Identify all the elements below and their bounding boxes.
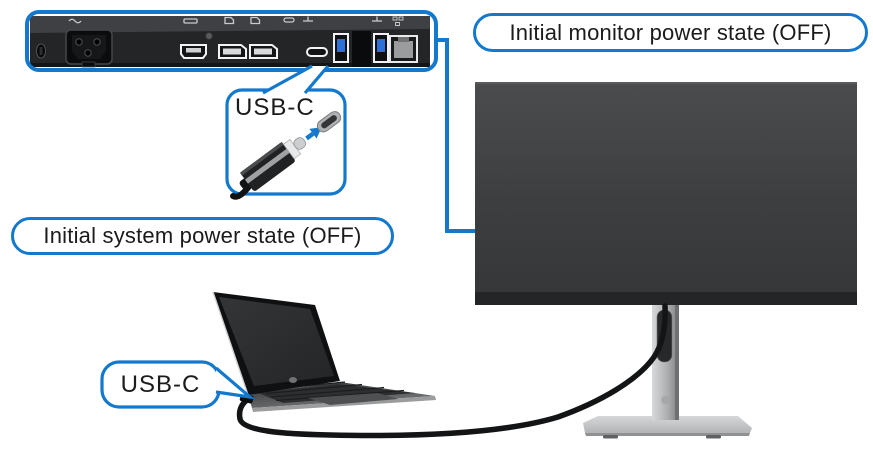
monitor-back-view: [475, 82, 857, 439]
ss-usb-icon: [303, 16, 313, 22]
ss-usb-icon: [372, 16, 382, 22]
dp-icon: [224, 16, 235, 25]
usb-c-port-icon: [306, 47, 328, 57]
usb-c-charge-icon: [283, 17, 295, 23]
power-icon: [68, 18, 82, 24]
displayport-2-icon: [249, 44, 278, 59]
security-lock-slot-icon: [36, 43, 46, 59]
plug-tip: [293, 137, 307, 150]
dell-logo-laptop: [289, 377, 297, 383]
ac-power-inlet-icon: [65, 29, 113, 68]
monitor-rear-port-panel: [25, 10, 438, 72]
panel-top-bevel: [30, 16, 430, 33]
hdmi-icon: [183, 18, 198, 24]
hdmi-port-icon: [180, 44, 207, 59]
laptop-trackpad: [308, 393, 398, 405]
system-power-state-label: Initial system power state (OFF): [11, 217, 394, 255]
monitor-stand-base: [583, 416, 752, 439]
screw-hole: [205, 32, 213, 40]
dell-logo-stand: [661, 396, 669, 404]
usbc-laptop-callout-label: USB-C: [120, 370, 201, 398]
usb-a-port-2-icon: [373, 33, 389, 63]
usbc-panel-callout: [225, 64, 347, 200]
insert-arrow: [305, 131, 315, 141]
port-legend-icons: [68, 16, 404, 26]
rj45-ethernet-port-icon: [389, 35, 418, 63]
usb-a-port-1-icon: [333, 33, 349, 63]
monitor-power-state-label: Initial monitor power state (OFF): [473, 13, 868, 52]
monitor-body: [475, 82, 857, 305]
network-icon: [392, 16, 404, 26]
panel-bottom-shadow: [30, 63, 430, 67]
usb-c-cable: [236, 303, 668, 439]
displayport-1-icon: [218, 44, 247, 59]
panel-divider: [352, 31, 371, 67]
usb-c-plug-illustration: [230, 111, 342, 200]
usbc-laptop-callout: [100, 360, 256, 409]
panel-to-monitor-connector-line: [434, 38, 476, 233]
monitor-bottom-strip: [475, 292, 857, 305]
usbc-panel-callout-label: USB-C: [235, 94, 315, 121]
lid-edge-highlight: [212, 291, 249, 396]
usbc-callout-pointer: [263, 66, 328, 93]
laptop-front-edge: [252, 396, 436, 412]
dp-icon: [250, 16, 261, 25]
laptop-screen: [219, 297, 334, 386]
laptop-open: [212, 291, 436, 412]
